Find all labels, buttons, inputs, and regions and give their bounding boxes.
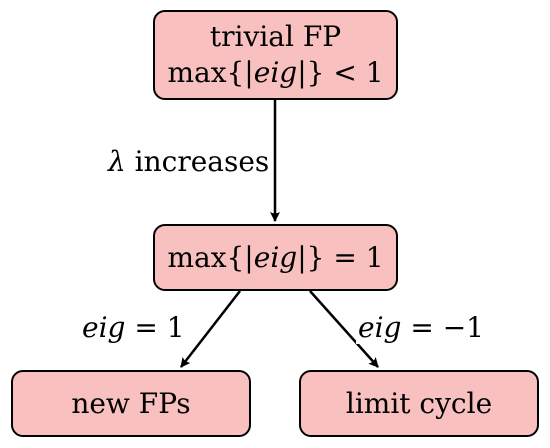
node-limit-cycle: limit cycle (299, 370, 539, 437)
node-trivial-fp-title: trivial FP (209, 20, 342, 53)
node-limit-cycle-label: limit cycle (345, 386, 493, 420)
node-new-fps-label: new FPs (71, 386, 191, 420)
edge-label-eig-one: eig = 1 (80, 311, 187, 344)
node-trivial-fp-condition: max{|eig|} < 1 (167, 56, 384, 89)
node-new-fps: new FPs (11, 370, 251, 437)
arrow-middle-to-right (309, 290, 379, 368)
node-eig-equals-one-condition: max{|eig|} = 1 (167, 240, 384, 274)
node-trivial-fp: trivial FP max{|eig|} < 1 (153, 10, 398, 100)
edge-label-lambda-increases: λ increases (108, 145, 270, 178)
edge-label-eig-minus-one: eig = −1 (356, 311, 486, 344)
arrow-middle-to-left (180, 290, 241, 368)
node-eig-equals-one: max{|eig|} = 1 (153, 224, 398, 291)
